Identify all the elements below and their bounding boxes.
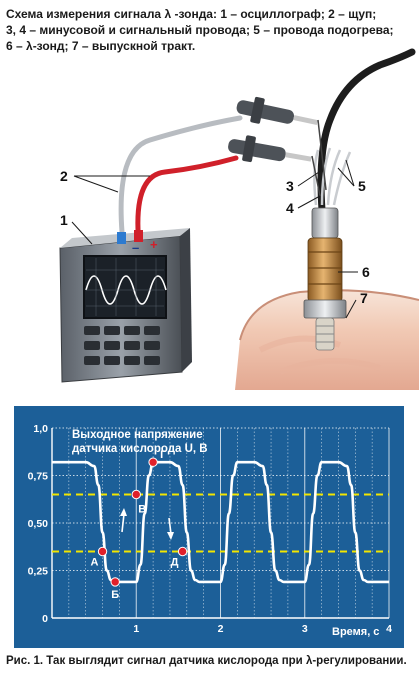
terminal-plus — [134, 230, 143, 242]
oscilloscope-screen — [83, 255, 167, 319]
marker-label: Д — [171, 557, 179, 569]
exhaust-pipe-edge — [239, 289, 419, 341]
chart-grid — [51, 427, 390, 619]
terminal-plus-sign: + — [150, 237, 158, 252]
marker-label: В — [138, 504, 146, 516]
marker-point — [97, 546, 108, 557]
terminal-minus-sign: – — [132, 240, 139, 255]
oscilloscope — [59, 228, 192, 383]
marker-label: Б — [111, 589, 119, 601]
callout-lines — [71, 159, 358, 319]
y-tick-labels: 0 0,25 0,50 0,75 1,0 — [28, 423, 49, 625]
signal-chart-panel: 0 0,25 0,50 0,75 1,0 1 2 3 4 А Б В Г Д Выходное нап… — [14, 406, 404, 648]
threshold-lines — [52, 493, 389, 553]
callout-6: 6 — [362, 264, 370, 280]
probe-lead-red — [135, 155, 239, 233]
marker-point — [148, 457, 158, 467]
x-tick-label: 2 — [218, 623, 224, 635]
marker-point — [131, 489, 141, 500]
y-tick-label: 0,25 — [28, 566, 49, 578]
probe-lower — [228, 135, 312, 163]
marker-point — [110, 577, 120, 587]
marker-point — [177, 546, 188, 557]
direction-arrows — [120, 508, 174, 540]
oxygen-sensor-signal-chart: 0 0,25 0,50 0,75 1,0 1 2 3 4 А Б В Г Д Выходное нап… — [28, 423, 393, 638]
x-tick-labels: 1 2 3 4 — [133, 623, 392, 635]
scheme-caption: Схема измерения сигнала λ -зонда: 1 – ос… — [6, 7, 394, 53]
measurement-scheme-illustration: – + 1 2 3 4 5 6 7 — [59, 48, 419, 390]
callout-7: 7 — [360, 290, 368, 306]
callout-3: 3 — [286, 178, 294, 194]
terminal-minus — [117, 232, 126, 244]
sensor-body — [307, 237, 343, 303]
x-tick-label: 4 — [386, 623, 392, 635]
y-tick-label: 1,0 — [33, 423, 48, 435]
signal-markers: А Б В Г Д — [91, 449, 188, 601]
sensor-cable — [317, 48, 416, 214]
chart-title-line-1: Выходное напряжение — [72, 429, 203, 441]
callout-4: 4 — [286, 200, 294, 216]
y-tick-label: 0,75 — [28, 471, 49, 483]
callout-2: 2 — [60, 168, 68, 184]
figure-caption: Рис. 1. Так выглядит сигнал датчика кисл… — [6, 655, 407, 667]
sensor-hex-nut — [303, 299, 347, 319]
marker-label: Г — [160, 449, 167, 461]
y-tick-label: 0,50 — [28, 518, 49, 530]
callout-1: 1 — [60, 212, 68, 228]
chart-title-line-2: датчика кислорода U, В — [72, 443, 208, 455]
probe-lead-grey — [118, 115, 243, 235]
illustration-panel: – + 1 2 3 4 5 6 7 Схема измерения сигнал… — [6, 7, 419, 390]
marker-label: А — [91, 557, 99, 569]
callout-5: 5 — [358, 178, 366, 194]
x-axis-label: Время, с — [332, 626, 379, 638]
probe-upper — [236, 96, 318, 125]
signal-series-line — [52, 460, 389, 584]
x-tick-label: 3 — [302, 623, 308, 635]
sensor-top-metal — [311, 207, 339, 239]
y-tick-label: 0 — [42, 613, 48, 625]
x-tick-label: 1 — [133, 623, 139, 635]
